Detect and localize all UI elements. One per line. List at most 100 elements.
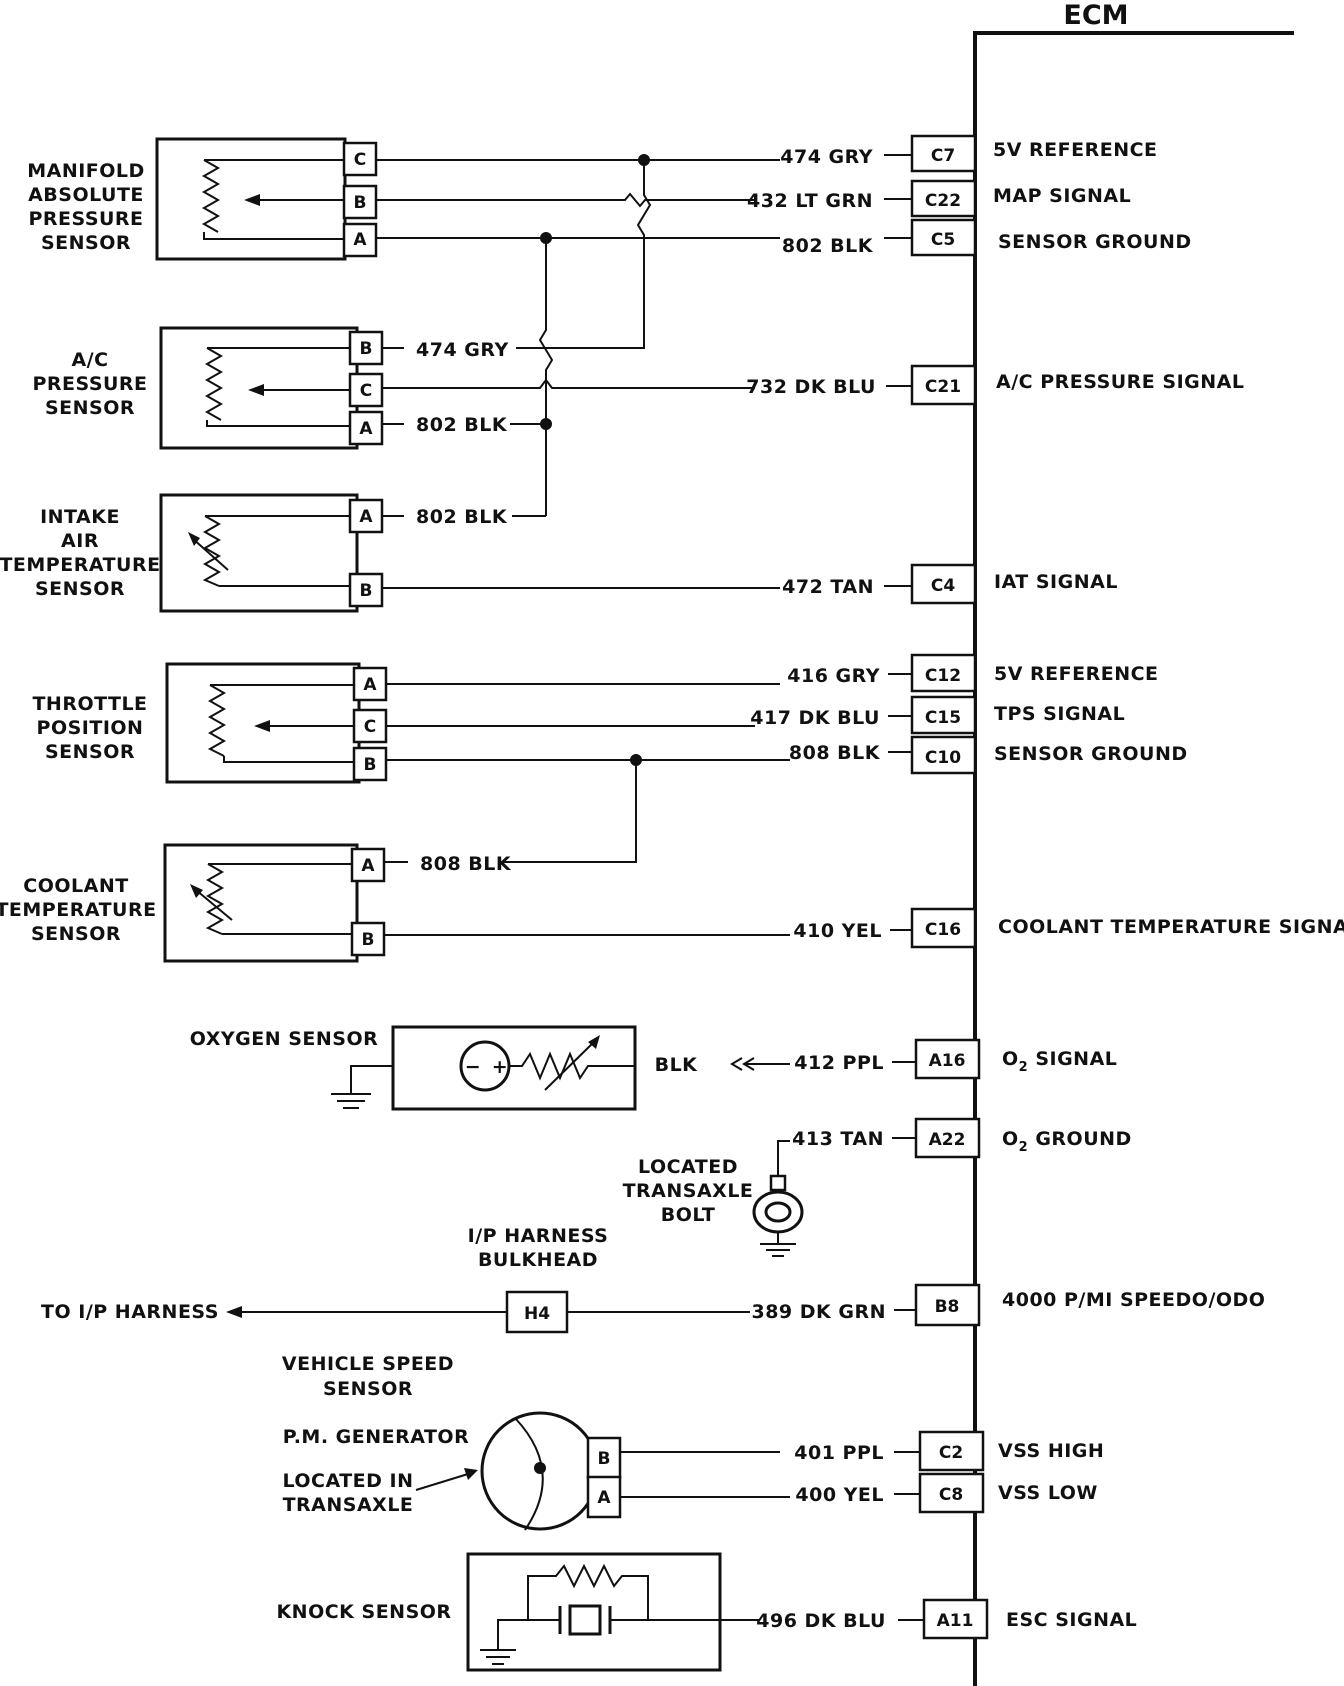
wire-label-c7: 474 GRY [780,146,873,168]
signal-label-c16: COOLANT TEMPERATURE SIGNAL [998,916,1344,938]
map-label-1: MANIFOLD [27,160,145,182]
wire-label-c12: 416 GRY [787,665,880,687]
knock-sensor: KNOCK SENSOR [276,1552,722,1672]
svg-text:C22: C22 [925,191,961,211]
iat-label-4: SENSOR [35,578,125,600]
ac-label-3: SENSOR [45,397,135,419]
map-label-2: ABSOLUTE [28,184,144,206]
cts-thermistor-arrow-icon [190,884,203,898]
throttle-position-sensor: A C B THROTTLE POSITION SENSOR [32,662,388,784]
iat-pin-b: B [360,581,373,601]
iat-pin-a: A [359,507,373,527]
wire-label-c21: 732 DK BLU [746,376,876,398]
svg-text:A16: A16 [929,1051,966,1071]
ac-wire-b-label: 474 GRY [416,339,509,361]
vss-gen-label: P.M. GENERATOR [283,1426,469,1448]
bulkhead-label-2: BULKHEAD [478,1249,598,1271]
wire-label-a22: 413 TAN [792,1128,884,1150]
ground-label-1: LOCATED [638,1156,738,1178]
signal-label-c21: A/C PRESSURE SIGNAL [996,371,1244,393]
svg-text:C15: C15 [925,708,961,728]
svg-text:C12: C12 [925,666,961,686]
coolant-temperature-sensor: A B COOLANT TEMPERATURE SENSOR [0,843,386,963]
iat-label-3: TEMPERATURE [0,554,161,576]
iat-thermistor-arrow-icon [188,532,200,546]
ac-pin-a: A [359,419,373,439]
signal-label-a22: O2 GROUND [1002,1128,1132,1155]
wire-label-c15: 417 DK BLU [750,707,880,729]
svg-text:A11: A11 [937,1611,974,1631]
wire-label-c22: 432 LT GRN [747,190,873,212]
svg-text:+: + [492,1056,508,1078]
wire-label-c8: 400 YEL [795,1484,884,1506]
ground-label-3: BOLT [661,1204,716,1226]
cts-label-1: COOLANT [23,875,128,897]
svg-text:C8: C8 [939,1485,963,1505]
tps-label-2: POSITION [37,717,144,739]
map-wiper-arrow-icon [244,194,260,206]
vss-pin-b: B [598,1449,611,1469]
o2-variable-arrow-icon [588,1035,600,1049]
vss-located-arrow-icon [464,1468,478,1480]
wire-label-a11: 496 DK BLU [756,1610,886,1632]
svg-text:C2: C2 [939,1443,963,1463]
vss-loc-label-1: LOCATED IN [282,1470,413,1492]
signal-label-c8: VSS LOW [998,1482,1098,1504]
signal-label-c15: TPS SIGNAL [994,703,1125,725]
map-sensor: C B A MANIFOLD ABSOLUTE PRESSURE SENSOR [27,137,378,261]
wire-label-c5: 802 BLK [782,235,874,257]
tps-pin-b: B [364,755,377,775]
ecm-pin-a11: A11 496 DK BLU ESC SIGNAL [756,1598,1137,1640]
ac-wiper-arrow-icon [248,384,264,396]
svg-text:C10: C10 [925,748,961,768]
o2-label: OXYGEN SENSOR [190,1028,379,1050]
wire-label-c16: 410 YEL [793,920,882,942]
oxygen-sensor: OXYGEN SENSOR − + [190,1025,637,1111]
svg-text:C16: C16 [925,920,961,940]
vss-loc-label-2: TRANSAXLE [283,1494,414,1516]
tps-pin-a: A [363,675,377,695]
svg-text:−: − [465,1056,481,1078]
map-pin-a: A [353,230,367,250]
signal-label-c2: VSS HIGH [998,1440,1104,1462]
ac-label-2: PRESSURE [32,373,147,395]
signal-label-a16: O2 SIGNAL [1002,1048,1117,1075]
ecm-pin-c21: C21 732 DK BLU A/C PRESSURE SIGNAL [746,364,1244,406]
to-ip-harness-arrow-icon [226,1306,242,1318]
signal-label-c22: MAP SIGNAL [993,185,1131,207]
ecm-pin-b8: B8 389 DK GRN 4000 P/MI SPEEDO/ODO [751,1283,1265,1327]
signal-label-c12: 5V REFERENCE [994,663,1159,685]
cts-pin-a: A [361,856,375,876]
knock-label: KNOCK SENSOR [276,1601,451,1623]
ecm-pin-c10: C10 808 BLK SENSOR GROUND [789,735,1188,775]
o2-wire-label: BLK [655,1054,699,1076]
ac-pressure-sensor: B C A A/C PRESSURE SENSOR [32,326,384,450]
vss-label-2: SENSOR [323,1378,413,1400]
iat-label-1: INTAKE [40,506,120,528]
signal-label-c7: 5V REFERENCE [993,139,1158,161]
signal-label-c5: SENSOR GROUND [998,231,1192,253]
tps-label-1: THROTTLE [32,693,147,715]
vss-label-1: VEHICLE SPEED [282,1353,454,1375]
signal-label-c4: IAT SIGNAL [994,571,1118,593]
signal-label-a11: ESC SIGNAL [1006,1609,1137,1631]
ecm-bus [973,31,1294,1686]
ground-label-2: TRANSAXLE [623,1180,754,1202]
cts-label-2: TEMPERATURE [0,899,157,921]
ecm-pin-c16: C16 410 YEL COOLANT TEMPERATURE SIGNAL [793,907,1344,949]
ecm-pin-c2: C2 401 PPL VSS HIGH [794,1430,1104,1472]
wire-label-b8: 389 DK GRN [751,1301,886,1323]
ecm-pin-c7: C7 474 GRY 5V REFERENCE [780,134,1158,173]
tps-pin-c: C [364,717,376,737]
map-pin-b: B [354,193,367,213]
wire-label-c4: 472 TAN [782,576,874,598]
ecm-pin-a22: A22 413 TAN O2 GROUND [792,1117,1132,1159]
cts-pin-b: B [362,930,375,950]
ecm-title: ECM [1063,0,1128,31]
ecm-pin-c15: C15 417 DK BLU TPS SIGNAL [750,695,1125,735]
svg-text:C21: C21 [925,377,961,397]
signal-label-b8: 4000 P/MI SPEEDO/ODO [1002,1289,1265,1311]
signal-label-c10: SENSOR GROUND [994,743,1188,765]
cts-wire-a-label: 808 BLK [420,853,512,875]
